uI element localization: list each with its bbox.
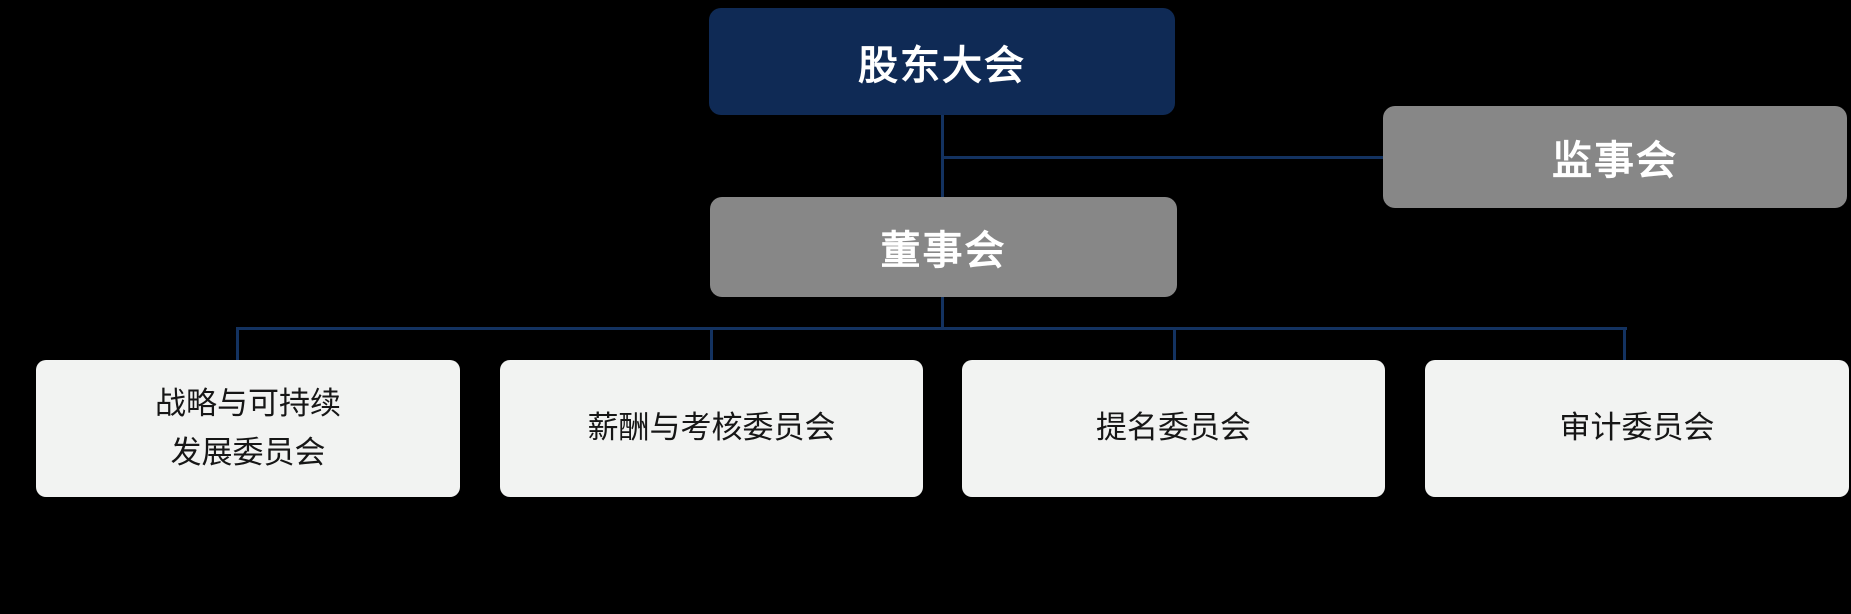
connector-drop-strategy-committee xyxy=(236,327,239,360)
node-committee-audit: 审计委员会 xyxy=(1425,360,1849,497)
connector-committee-bus xyxy=(236,327,1627,330)
node-committee-strategy-sustainability-label: 战略与可持续 发展委员会 xyxy=(155,380,341,476)
node-shareholders-meeting-label: 股东大会 xyxy=(858,43,1026,88)
committee-label-line: 审计委员会 xyxy=(1559,410,1715,446)
connector-board-to-bus xyxy=(941,297,944,328)
committee-label-line: 战略与可持续 xyxy=(155,386,341,422)
node-supervisory-board-label: 监事会 xyxy=(1552,139,1678,183)
node-board-of-directors: 董事会 xyxy=(710,197,1177,297)
node-committee-remuneration-appraisal: 薪酬与考核委员会 xyxy=(500,360,923,497)
connector-drop-audit-committee xyxy=(1623,327,1626,360)
committee-label-line: 发展委员会 xyxy=(170,434,326,470)
committee-label-line: 提名委员会 xyxy=(1096,410,1251,446)
connector-drop-nomination-committee xyxy=(1173,327,1176,360)
connector-branch-to-supervisory xyxy=(941,156,1383,159)
committee-label-line: 薪酬与考核委员会 xyxy=(587,410,836,446)
node-committee-nomination: 提名委员会 xyxy=(962,360,1385,497)
node-supervisory-board: 监事会 xyxy=(1383,106,1847,208)
connector-drop-remuneration-committee xyxy=(710,327,713,360)
node-shareholders-meeting: 股东大会 xyxy=(709,8,1175,115)
node-board-of-directors-label: 董事会 xyxy=(880,229,1007,273)
node-committee-strategy-sustainability: 战略与可持续 发展委员会 xyxy=(36,360,460,497)
